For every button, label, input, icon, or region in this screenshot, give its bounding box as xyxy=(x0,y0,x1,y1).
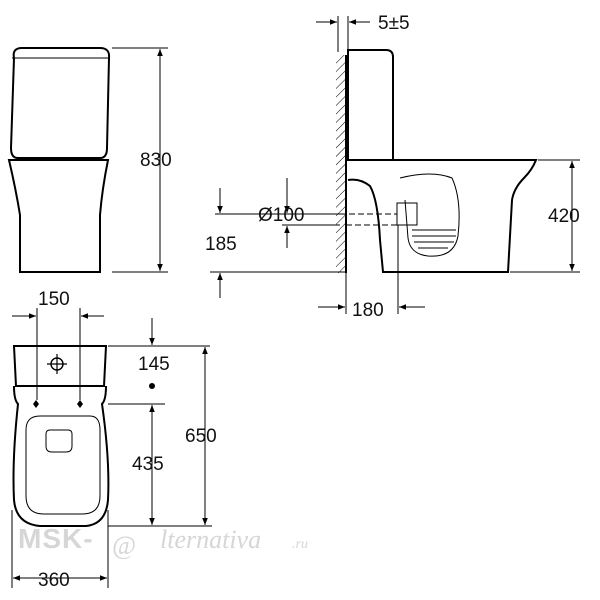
dim-overall-depth: 650 xyxy=(185,426,217,447)
front-view: 830 xyxy=(7,47,172,273)
watermark-tld: .ru xyxy=(292,537,308,552)
watermark-rest: lternativa xyxy=(160,525,261,554)
seat-notch xyxy=(45,429,73,453)
top-bowl-outline xyxy=(12,385,110,527)
watermark: MSK- @ lternativa .ru xyxy=(18,523,308,560)
dim-outlet-height: 185 xyxy=(205,234,237,255)
dim-fixing-spacing: 150 xyxy=(38,289,70,310)
watermark-at: @ xyxy=(112,531,136,560)
front-bowl-outline xyxy=(7,159,110,273)
dim-overall-width: 360 xyxy=(38,570,70,591)
dim-outlet-distance: 180 xyxy=(352,300,384,321)
dim-outlet-diameter: Ø100 xyxy=(258,205,304,226)
top-tank-outline xyxy=(12,345,108,387)
wall-hatch xyxy=(336,55,346,273)
side-view: 5±5 Ø100 185 420 180 xyxy=(205,13,580,321)
dim-bowl-depth: 435 xyxy=(132,454,164,475)
front-tank-outline xyxy=(9,47,111,159)
side-bowl-outline xyxy=(347,159,538,273)
water-lines xyxy=(412,229,456,249)
flush-button-icon xyxy=(47,354,67,374)
dim-overall-height: 830 xyxy=(140,150,172,171)
top-view: 150 145 435 650 360 xyxy=(11,289,217,591)
trapway-outline xyxy=(399,173,460,257)
side-tank-outline xyxy=(347,49,394,161)
dim-seat-height: 420 xyxy=(548,206,580,227)
dim-tank-offset: 5±5 xyxy=(378,13,410,34)
watermark-brand: MSK- xyxy=(18,523,94,554)
seat-opening xyxy=(25,415,101,515)
fixing-point-icons xyxy=(33,383,155,408)
dim-fixing-offset: 145 xyxy=(138,354,170,375)
